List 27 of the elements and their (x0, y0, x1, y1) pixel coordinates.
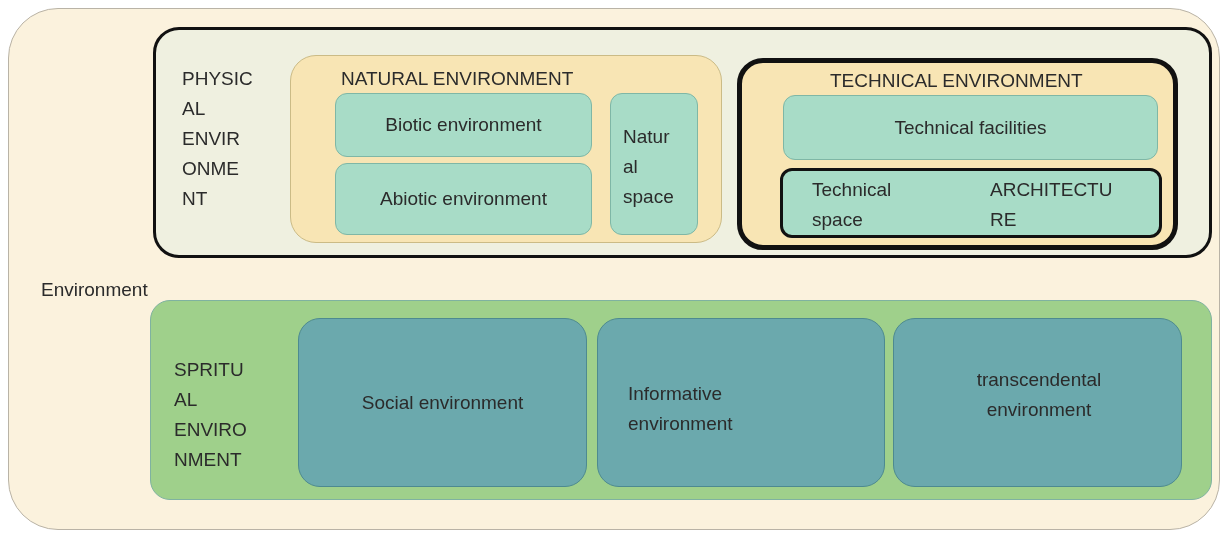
category-box (335, 163, 592, 235)
category-label: Informative environment (628, 382, 734, 436)
panel-heading: SPRITU AL ENVIRO NMENT (174, 358, 248, 472)
category-label: Technical space (812, 178, 893, 232)
category-label: Social environment (361, 390, 524, 415)
environment-panel (8, 8, 1220, 530)
natural-environment-panel (290, 55, 722, 243)
panel-heading: PHYSIC AL ENVIR ONME NT (182, 67, 254, 211)
category-box (610, 93, 698, 235)
category-box (298, 318, 587, 487)
category-box (597, 318, 885, 487)
category-box (783, 95, 1158, 160)
panel-heading: NATURAL ENVIRONMENT (341, 67, 575, 91)
technical-environment-panel (737, 58, 1178, 250)
panel-heading: Environment (41, 278, 149, 302)
category-label: Natur al space (623, 125, 675, 209)
category-label: Technical facilities (894, 115, 1047, 140)
panel-heading: TECHNICAL ENVIRONMENT (830, 69, 1084, 93)
spiritual-environment-panel (150, 300, 1212, 500)
category-label: transcendental environment (975, 368, 1103, 422)
category-box (893, 318, 1182, 487)
category-label: ARCHITECTU RE (990, 178, 1114, 232)
category-box (335, 93, 592, 157)
category-label: Abiotic environment (380, 187, 547, 211)
technical-space-box (780, 168, 1162, 238)
category-label: Biotic environment (385, 113, 542, 137)
physical-environment-panel (153, 27, 1212, 258)
